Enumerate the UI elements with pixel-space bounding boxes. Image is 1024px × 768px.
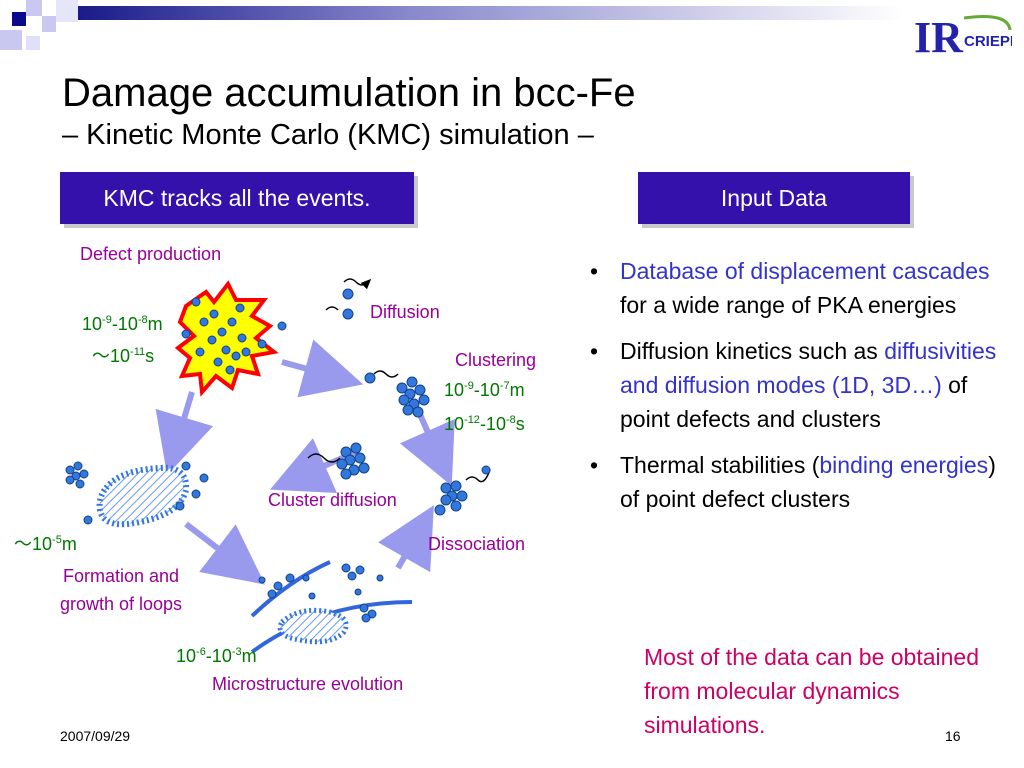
microstructure-length: 10-6-10-3m	[176, 646, 257, 666]
microstructure-label: Microstructure evolution	[212, 674, 404, 694]
cluster-diffusion-label: Cluster diffusion	[268, 490, 397, 510]
microstructure-group	[250, 560, 413, 654]
clustering-cluster	[396, 376, 430, 418]
bullet-2-highlight: diffusivities and diffusion modes (1D, 3…	[620, 338, 997, 398]
cascade-burst	[174, 280, 287, 397]
bullet-3-highlight: binding energies	[819, 452, 989, 478]
page-number: 16	[945, 728, 961, 744]
diffusion-label: Diffusion	[370, 302, 440, 322]
top-gradient-bar	[78, 6, 904, 20]
md-note: Most of the data can be obtained from mo…	[644, 644, 980, 738]
bullet-2-text: of point defects and clusters	[620, 372, 968, 432]
arrow-to-microstructure	[184, 521, 266, 585]
arrow-from-microstructure	[378, 505, 434, 573]
clustering-label: Clustering	[455, 350, 537, 370]
defect-production-time: ～10-11s	[92, 346, 155, 366]
bullet-item-diffusion: • Diffusion kinetics such as diffusiviti…	[588, 334, 1008, 436]
bullet-dot-icon: •	[590, 338, 599, 364]
loops-label-line2: growth of loops	[59, 594, 183, 614]
kmc-header-box: KMC tracks all the events.	[60, 172, 414, 224]
loop-formation-group	[65, 461, 209, 528]
bullet-3-text: ) of point defect clusters	[620, 452, 996, 512]
input-data-list: • Database of displacement cascades for …	[588, 254, 1008, 528]
defect-production-label: Defect production	[80, 244, 222, 264]
logo-name: CRIEPI	[964, 33, 1012, 50]
bullet-1-highlight: Database of displacement cascades	[620, 258, 990, 284]
bullet-3-pre: Thermal stabilities (	[620, 452, 820, 478]
cascade-atoms	[181, 297, 287, 375]
bullet-dot-icon: •	[590, 258, 599, 284]
bullet-2-pre: Diffusion kinetics such as	[620, 338, 885, 364]
arrow-to-dissociation	[399, 408, 455, 486]
slide-subtitle: – Kinetic Monte Carlo (KMC) simulation –	[62, 119, 594, 151]
loops-length: ～10-5m	[14, 534, 77, 554]
logo-letters: IR	[914, 13, 964, 62]
bullet-dot-icon: •	[590, 452, 599, 478]
clustering-time: 10-12-10-8s	[444, 414, 525, 434]
dissociation-group	[434, 465, 491, 516]
criepi-logo: IR CRIEPI	[914, 13, 1012, 62]
clustering-length: 10-9-10-7m	[444, 380, 525, 400]
footer-date: 2007/09/29	[60, 728, 131, 744]
defect-production-length: 10-9-10-8m	[82, 314, 163, 334]
cluster-diffusion-group	[307, 442, 370, 480]
loops-label-line1: Formation and	[62, 566, 180, 586]
arrow-to-loops	[155, 391, 214, 475]
slide-title: Damage accumulation in bcc-Fe	[62, 71, 636, 115]
diffusion-atoms	[325, 278, 399, 384]
input-data-header-box: Input Data	[638, 172, 910, 224]
dissociation-label: Dissociation	[428, 534, 526, 554]
bullet-1-text: for a wide range of PKA energies	[620, 292, 957, 318]
bullet-item-thermal: • Thermal stabilities (binding energies)…	[588, 448, 1008, 516]
arrow-to-clustering	[281, 339, 364, 398]
bullet-item-cascades: • Database of displacement cascades for …	[588, 254, 1008, 322]
